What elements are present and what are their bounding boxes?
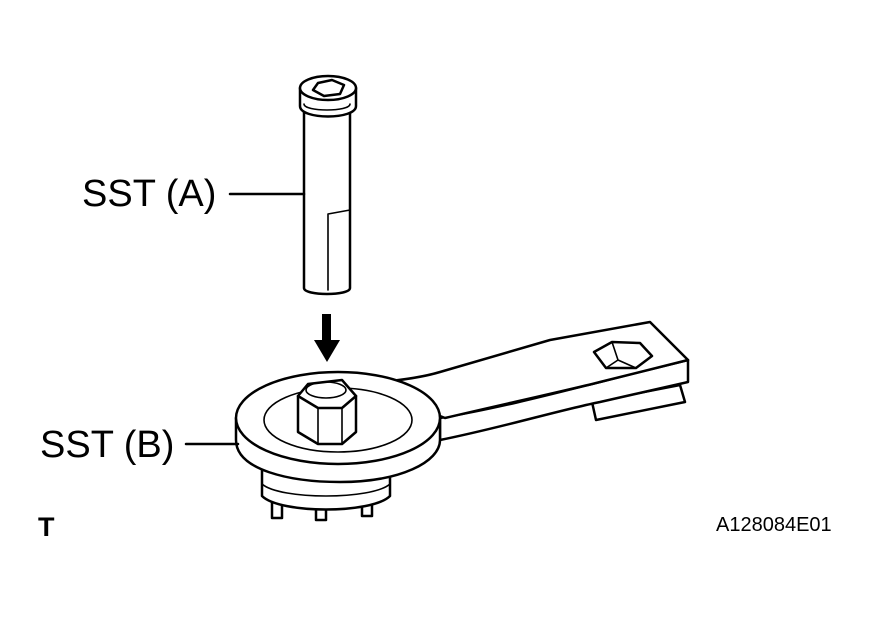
handle-hex-inner (605, 341, 637, 369)
sst-b-wrench (234, 320, 690, 522)
hex-nut-faces (317, 405, 343, 445)
base-drum-seam (261, 483, 391, 497)
corner-mark: T (38, 512, 55, 542)
bar-shaft (302, 102, 352, 296)
hex-nut-top (296, 378, 358, 410)
hex-nut-crown (305, 381, 347, 399)
label-sst-a: SST (A) (82, 173, 217, 215)
bar-head-groove (303, 103, 351, 111)
label-sst-b: SST (B) (40, 424, 175, 466)
bar-flat (327, 209, 351, 291)
down-arrow-icon (314, 314, 340, 362)
sst-a-bar (298, 74, 358, 296)
bar-hex-socket (311, 78, 346, 98)
figure-code: A128084E01 (716, 514, 832, 536)
